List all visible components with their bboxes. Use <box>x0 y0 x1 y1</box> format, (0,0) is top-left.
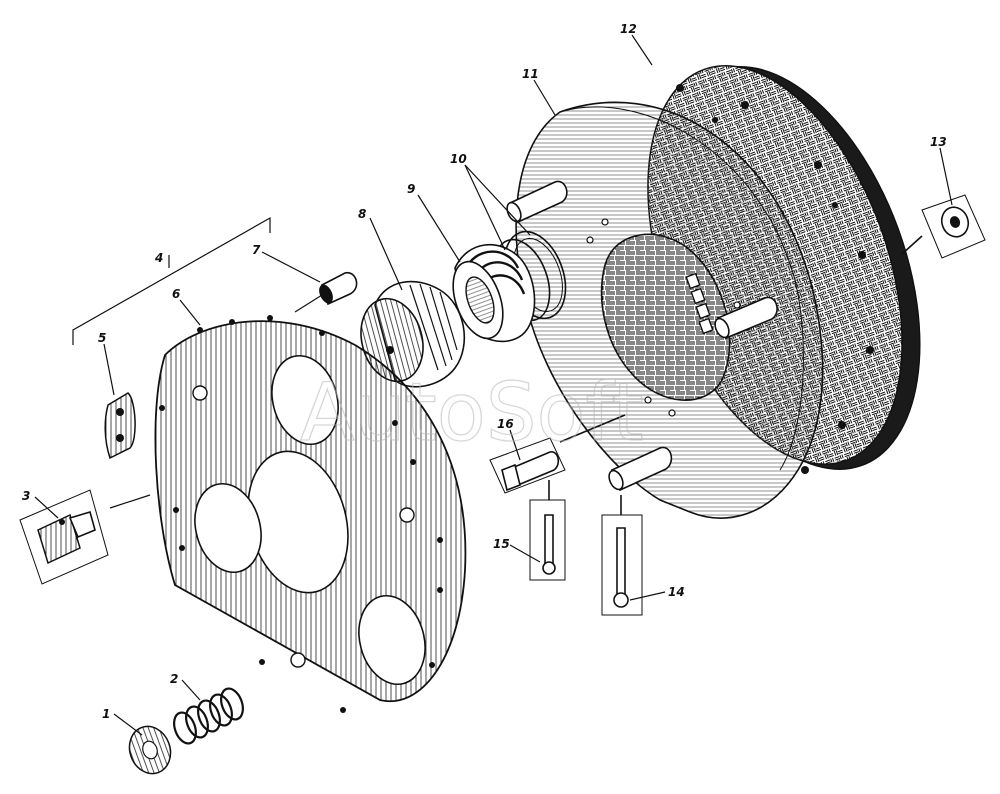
callout-3: 3 <box>22 489 30 503</box>
callout-4: 4 <box>154 251 163 265</box>
callout-labels: 1 2 3 4 5 6 7 8 9 10 11 12 13 14 15 16 <box>22 22 947 721</box>
plate-pins <box>506 180 778 492</box>
callout-5: 5 <box>98 331 106 345</box>
callout-7: 7 <box>252 243 261 257</box>
part-3-fitting <box>19 489 109 585</box>
part-13-washer <box>901 194 986 259</box>
callout-8: 8 <box>358 207 366 221</box>
callout-12: 12 <box>620 22 637 36</box>
callout-6: 6 <box>172 287 180 301</box>
leader-lines <box>34 34 953 736</box>
callout-9: 9 <box>407 182 415 196</box>
callout-15: 15 <box>493 537 510 551</box>
callout-13: 13 <box>930 135 947 149</box>
part-1-washer <box>128 725 172 775</box>
callout-16: 16 <box>497 417 514 431</box>
part-14-split-pin <box>601 495 643 616</box>
part-6-flange-plate <box>154 315 467 713</box>
callout-11: 11 <box>522 67 539 81</box>
callout-2: 2 <box>170 672 178 686</box>
part-7-pin <box>319 271 358 306</box>
part-2-spring <box>173 687 244 745</box>
part-11-pressure-plate <box>506 101 824 519</box>
part-15-split-pin <box>529 480 566 581</box>
part-9-spring-hub <box>452 244 536 343</box>
part-5-clip <box>104 392 136 460</box>
callout-14: 14 <box>668 585 685 599</box>
watermark-text: AutoSoft <box>300 366 644 459</box>
callout-10: 10 <box>450 152 467 166</box>
callout-1: 1 <box>102 707 110 721</box>
part-16-bolt <box>489 414 626 494</box>
